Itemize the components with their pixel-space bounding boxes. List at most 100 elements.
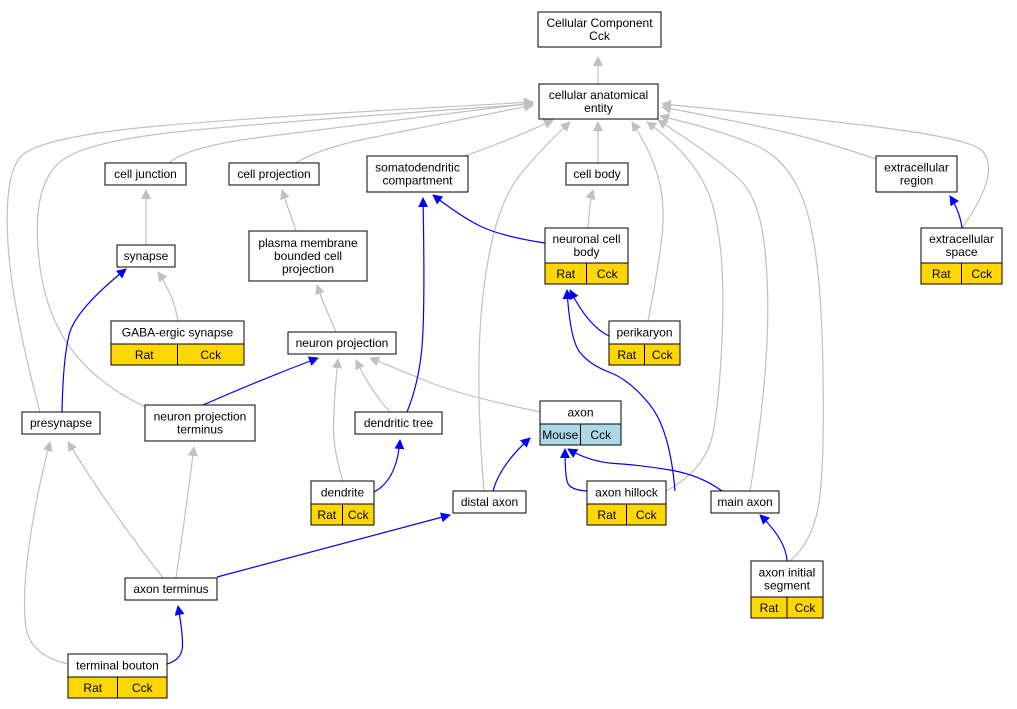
- node-label-line: cellular anatomical: [549, 88, 648, 102]
- edge-is-a-dendritic-tree-to-neuron-projection: [355, 359, 391, 413]
- tag-label-cck: Cck: [597, 267, 619, 281]
- edge-is-a-distal-axon-to-cellular-anatomical-entity: [478, 121, 571, 492]
- edge-is-a-presynapse-to-cellular-anatomical-entity: [6, 97, 534, 413]
- node-box: [710, 490, 780, 514]
- edge-part-of-axon-initial-segment-to-main-axon: [759, 514, 788, 562]
- node-label-line: axon hillock: [595, 486, 659, 500]
- tag-label-rat: Rat: [83, 681, 102, 695]
- node-box: [920, 227, 1003, 264]
- node-box: [21, 411, 101, 435]
- edge-part-of-dendrite-to-dendritic-tree: [373, 439, 405, 493]
- edge-is-a-main-axon-to-cellular-anatomical-entity: [657, 119, 769, 492]
- node-neuron-projection[interactable]: neuron projection: [287, 331, 397, 355]
- tag-label-rat: Rat: [317, 508, 336, 522]
- tag-label-rat: Rat: [617, 348, 636, 362]
- edge-part-of-distal-axon-to-axon: [492, 437, 531, 492]
- node-label-line: region: [900, 174, 933, 188]
- tag-label-rat: Rat: [760, 601, 779, 615]
- tag-box-cck: [961, 262, 1003, 285]
- node-label-line: projection: [282, 262, 334, 276]
- node-box: [144, 404, 256, 442]
- node-label-line: synapse: [124, 249, 169, 263]
- node-label-line: terminus: [177, 423, 223, 437]
- edge-is-a-plasma-membrane-bounded-cell-projection-to-cell-projection: [280, 189, 297, 232]
- edge-part-of-axon-hillock-to-axon: [560, 448, 588, 492]
- tag-label-cck: Cck: [971, 267, 993, 281]
- node-box: [248, 230, 368, 282]
- node-label-line: perikaryon: [616, 326, 672, 340]
- tag-box-cck: [117, 676, 168, 699]
- edge-is-a-terminal-bouton-to-presynapse: [23, 441, 69, 665]
- node-label-line: axon: [567, 406, 593, 420]
- node-box: [124, 577, 218, 601]
- edge-part-of-presynapse-to-synapse: [61, 268, 127, 413]
- node-box: [287, 331, 397, 355]
- edge-is-a-dendrite-to-neuron-projection: [332, 358, 344, 482]
- node-cell-junction[interactable]: cell junction: [104, 162, 187, 186]
- node-box: [538, 83, 659, 120]
- tag-label-cck: Cck: [348, 508, 370, 522]
- node-distal-axon[interactable]: distal axon: [452, 490, 527, 514]
- tag-box-cck: [342, 503, 375, 526]
- tag-label-mouse: Mouse: [542, 428, 578, 442]
- tag-box-cck: [626, 503, 667, 526]
- edge-part-of-neuronal-cell-body-to-somatodendritic-compartment: [432, 194, 546, 244]
- node-label-line: axon initial: [759, 566, 816, 580]
- node-axon-terminus[interactable]: axon terminus: [124, 577, 218, 601]
- tag-label-cck: Cck: [795, 601, 817, 615]
- node-label-line: space: [945, 245, 977, 259]
- node-label-line: distal axon: [461, 495, 518, 509]
- tag-label-rat: Rat: [556, 267, 575, 281]
- node-box: [354, 411, 443, 435]
- edge-is-a-axon-hillock-to-cellular-anatomical-entity: [646, 121, 724, 492]
- node-main-axon[interactable]: main axon: [710, 490, 780, 514]
- tag-box-cck: [177, 343, 245, 366]
- edge-part-of-main-axon-to-axon: [567, 448, 723, 492]
- node-box: [565, 162, 629, 186]
- node-cell-projection[interactable]: cell projection: [228, 162, 320, 186]
- tag-label-cck: Cck: [590, 428, 612, 442]
- node-label-line: Cellular Component: [546, 16, 653, 30]
- edge-part-of-terminal-bouton-to-axon-terminus: [166, 605, 185, 665]
- edge-is-a-axon-terminus-to-presynapse: [67, 441, 164, 579]
- edge-part-of-perikaryon-to-neuronal-cell-body: [569, 289, 610, 337]
- edge-part-of-neuron-projection-terminus-to-neuron-projection: [202, 356, 319, 406]
- edge-is-a-axon-to-neuron-projection: [369, 356, 541, 413]
- edge-is-a-cell-junction-to-cellular-anatomical-entity: [168, 99, 534, 164]
- node-synapse[interactable]: synapse: [116, 244, 176, 268]
- node-cell-body[interactable]: cell body: [565, 162, 629, 186]
- node-label-line: compartment: [382, 174, 453, 188]
- node-label-line: segment: [764, 579, 811, 593]
- edge-is-a-axon-initial-segment-to-cellular-anatomical-entity: [659, 113, 824, 562]
- node-label-line: cell body: [573, 167, 620, 181]
- node-box: [537, 11, 662, 48]
- node-label-line: somatodendritic: [375, 161, 460, 175]
- node-dendritic-tree[interactable]: dendritic tree: [354, 411, 443, 435]
- edges-layer: [6, 56, 990, 665]
- node-label-line: dendritic tree: [364, 416, 434, 430]
- edge-is-a-somatodendritic-compartment-to-cellular-anatomical-entity: [464, 119, 554, 157]
- node-label-line: GABA-ergic synapse: [122, 326, 234, 340]
- node-label-line: neuron projection: [154, 410, 247, 424]
- edge-is-a-perikaryon-to-cellular-anatomical-entity: [631, 121, 664, 322]
- node-label-line: body: [573, 245, 599, 259]
- node-presynapse[interactable]: presynapse: [21, 411, 101, 435]
- node-label-line: extracellular: [929, 232, 994, 246]
- node-label-line: terminal bouton: [76, 659, 159, 673]
- edge-part-of-extracellular-space-to-extracellular-region: [949, 195, 963, 229]
